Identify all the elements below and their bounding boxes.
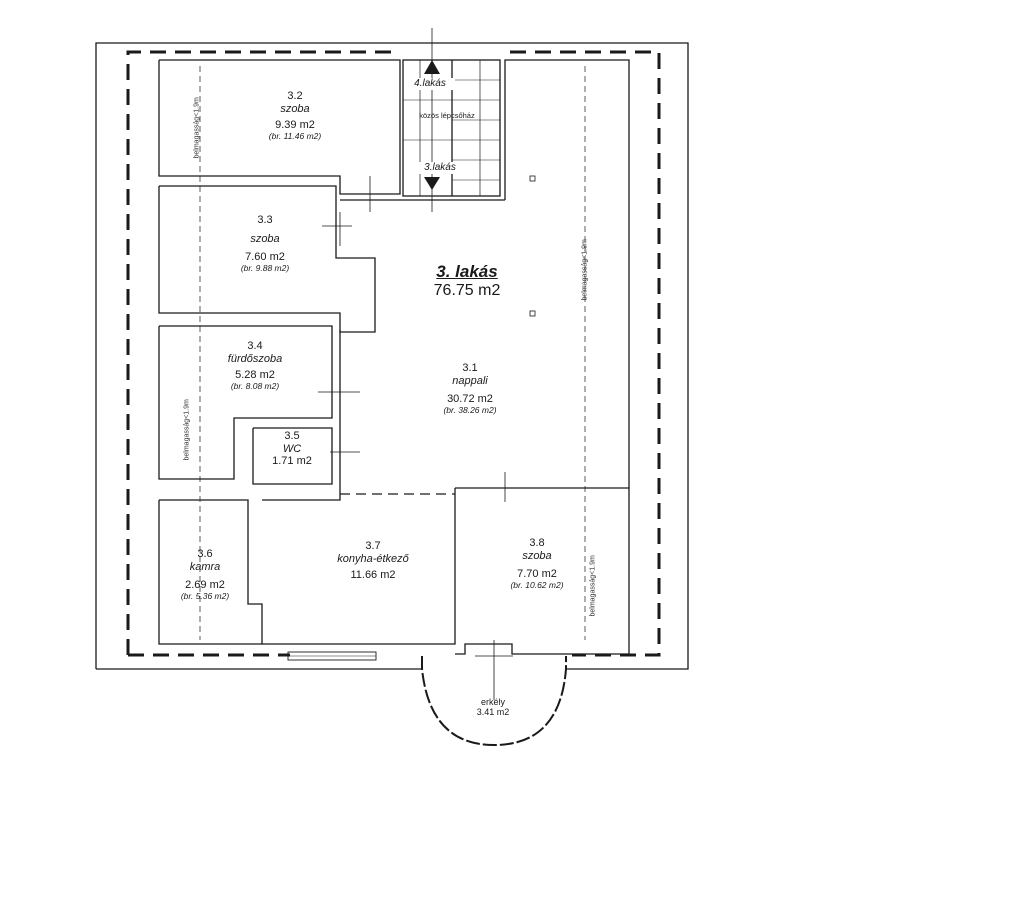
stair-up-label: 4.lakás: [405, 78, 455, 90]
room-area: 7.60 m2: [245, 251, 285, 264]
room-name: nappali: [452, 374, 488, 387]
room-number: 3.2: [287, 90, 303, 102]
room-3-2-label: 3.2 szoba 9.39 m2 (br. 11.46 m2): [240, 90, 350, 142]
room-3-8-walls: [455, 487, 630, 655]
room-name: konyha-étkező: [337, 552, 409, 565]
room-3-4-walls: [158, 325, 333, 480]
room-number: 3.5: [284, 430, 300, 442]
room-area: 1.71 m2: [272, 455, 312, 468]
room-area: 7.70 m2: [517, 568, 557, 581]
room-3-5-label: 3.5 WC 1.71 m2: [256, 430, 328, 468]
height-note-3-4: belmagasság<1.9m: [183, 399, 191, 461]
room-3-4-label: 3.4 fürdőszoba 5.28 m2 (br. 8.08 m2): [205, 340, 305, 392]
room-3-3-label: 3.3 szoba 7.60 m2 (br. 9.88 m2): [215, 214, 315, 274]
balcony-name: erkély: [480, 697, 505, 707]
room-gross-area: (br. 11.46 m2): [268, 130, 322, 141]
apartment-area: 76.75 m2: [433, 281, 501, 299]
height-note-3-1: belmagasság<1.9m: [581, 239, 589, 301]
room-area: 9.39 m2: [275, 119, 315, 132]
room-number: 3.7: [365, 540, 381, 552]
room-name: szoba: [280, 102, 310, 115]
roof-line-dashed: [126, 50, 400, 655]
room-3-1-walls: [504, 59, 630, 488]
room-gross-area: (br. 10.62 m2): [510, 579, 564, 590]
outer-envelope: [95, 42, 689, 670]
room-number: 3.3: [257, 214, 273, 226]
room-gross-area: (br. 8.08 m2): [230, 380, 280, 391]
room-area: 5.28 m2: [235, 369, 275, 382]
room-gross-area: (br. 38.26 m2): [443, 404, 497, 415]
room-3-1-label: 3.1 nappali 30.72 m2 (br. 38.26 m2): [420, 362, 520, 416]
room-gross-area: (br. 5.36 m2): [180, 590, 230, 601]
room-number: 3.8: [529, 537, 545, 549]
room-name: fürdőszoba: [227, 352, 283, 365]
apartment-title: 3. lakás: [436, 262, 498, 281]
balcony-area: 3.41 m2: [476, 707, 510, 718]
room-area: 11.66 m2: [350, 569, 396, 582]
stair-down-label: 3.lakás: [415, 162, 465, 174]
height-note-3-8: belmagasság<1.9m: [589, 555, 597, 617]
room-3-7-lower: [262, 488, 456, 645]
room-number: 3.4: [247, 340, 263, 352]
stair-arrows: [424, 60, 440, 190]
balcony-outline: [421, 656, 567, 747]
room-3-3-walls: [158, 185, 376, 333]
room-number: 3.1: [462, 362, 478, 374]
apartment-title-block: 3. lakás 76.75 m2: [412, 262, 522, 300]
room-3-7-walls: [262, 330, 341, 501]
room-area: 30.72 m2: [447, 393, 493, 406]
room-3-8-label: 3.8 szoba 7.70 m2 (br. 10.62 m2): [487, 537, 587, 591]
room-3-7-label: 3.7 konyha-étkező 11.66 m2: [318, 540, 428, 582]
arrow-down-icon: [424, 177, 440, 190]
room-number: 3.6: [197, 548, 213, 560]
room-name: kamra: [189, 560, 221, 573]
roof-line-dashed-right: [510, 50, 661, 657]
stair-name-label: közös lépcsőház: [419, 111, 475, 120]
room-area: 2.69 m2: [185, 579, 225, 592]
height-note-3-2: belmagasság<1.9m: [193, 97, 201, 159]
room-name: WC: [282, 442, 302, 455]
arrow-up-icon: [424, 60, 440, 74]
room-gross-area: (br. 9.88 m2): [240, 262, 290, 273]
room-3-6-walls: [158, 499, 263, 645]
room-name: szoba: [522, 549, 552, 562]
room-name: szoba: [250, 232, 280, 245]
room-3-6-label: 3.6 kamra 2.69 m2 (br. 5.36 m2): [160, 548, 250, 602]
room-3-2-walls: [158, 59, 401, 195]
balcony-label: erkély 3.41 m2: [455, 697, 531, 718]
room-3-5-walls: [252, 427, 333, 485]
